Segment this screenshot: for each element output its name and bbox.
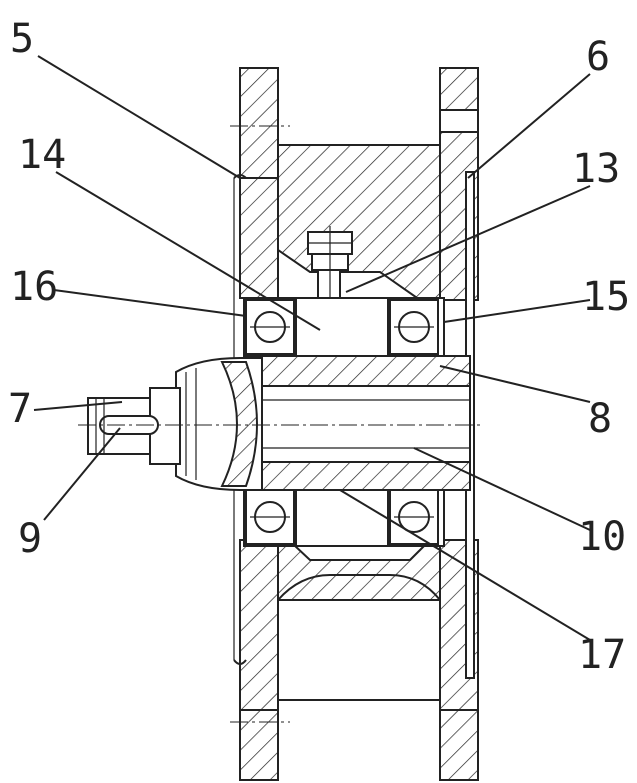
bearings — [245, 299, 439, 545]
label-15: 15 — [582, 274, 630, 320]
label-7: 7 — [8, 386, 32, 432]
label-17: 17 — [578, 632, 626, 678]
part-labels: 5 6 14 13 16 15 7 8 9 10 17 — [8, 16, 630, 678]
label-9: 9 — [18, 516, 42, 562]
leader-lines — [33, 55, 591, 641]
shaft — [261, 385, 471, 463]
grease-nipple — [307, 226, 353, 300]
hub-coupling — [175, 357, 263, 491]
label-13: 13 — [572, 146, 620, 192]
input-shaft — [87, 387, 181, 465]
label-5: 5 — [10, 16, 34, 62]
label-6: 6 — [586, 34, 610, 80]
label-14: 14 — [18, 132, 66, 178]
label-10: 10 — [578, 514, 626, 560]
label-8: 8 — [588, 396, 612, 442]
shaft-sleeve — [261, 355, 471, 491]
label-16: 16 — [10, 264, 58, 310]
